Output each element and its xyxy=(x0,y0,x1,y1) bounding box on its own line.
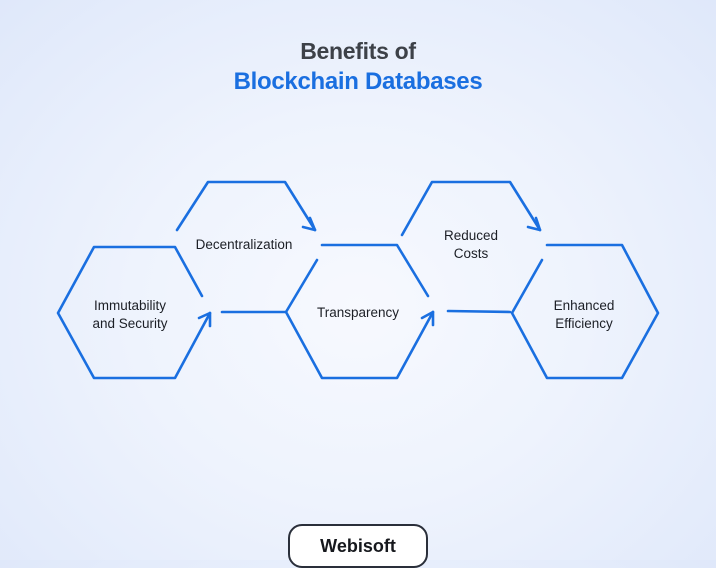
connector-reduced-costs-lower xyxy=(446,309,512,314)
node-immutability-line-1: Immutability xyxy=(94,298,166,313)
arrowhead-decentralization xyxy=(301,216,317,232)
node-transparency-label: Transparency xyxy=(317,305,399,320)
hexagon-reduced-costs xyxy=(400,180,542,237)
node-enhanced-efficiency-line-2: Efficiency xyxy=(555,316,613,331)
title-line-2: Blockchain Databases xyxy=(233,68,483,95)
arrowhead-transparency xyxy=(420,310,435,327)
arrowhead-immutability xyxy=(197,311,212,328)
brand-logo-text: Webisoft xyxy=(320,536,396,556)
hexagon-decentralization xyxy=(175,180,317,232)
arrowhead-reduced-costs xyxy=(526,216,542,232)
node-immutability-line-2: and Security xyxy=(92,316,167,331)
title-line-1: Benefits of xyxy=(300,38,416,64)
node-reduced-costs-line-1: Reduced xyxy=(444,228,498,243)
node-decentralization-label: Decentralization xyxy=(196,237,293,252)
node-reduced-costs-line-2: Costs xyxy=(454,246,489,261)
hexagon-immutability xyxy=(56,245,212,380)
hexagon-transparency xyxy=(284,243,435,380)
brand-badge: Webisoft xyxy=(288,524,428,568)
hexagon-enhanced-efficiency xyxy=(510,243,660,380)
node-enhanced-efficiency-line-1: Enhanced xyxy=(554,298,615,313)
